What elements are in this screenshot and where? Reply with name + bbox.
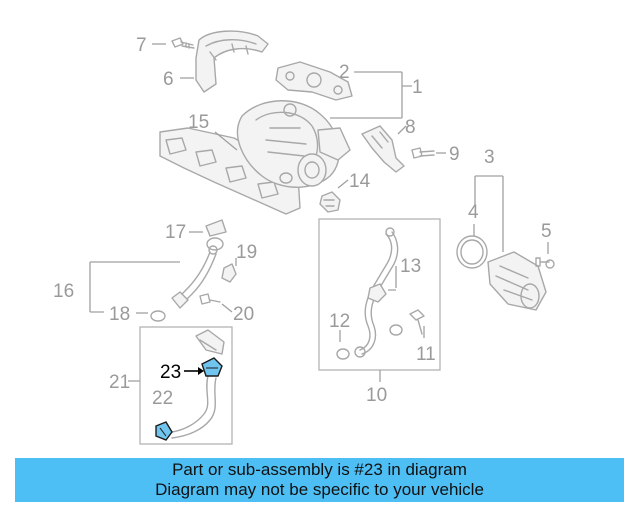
bracket-22-drawing (195, 329, 225, 355)
washer-18-drawing (150, 310, 166, 322)
bolt-11-drawing (389, 309, 425, 336)
bolt-7-drawing (171, 37, 195, 49)
callout-9: 9 (449, 144, 460, 165)
heat-shield-6-drawing (195, 30, 269, 93)
leader-3 (474, 175, 504, 252)
bolt-9-drawing (411, 147, 435, 159)
callout-5: 5 (541, 221, 552, 242)
callout-4: 4 (468, 202, 479, 223)
part-23-upper-highlight (201, 357, 223, 377)
box-21 (139, 326, 233, 445)
leader-14 (337, 179, 349, 189)
leader-16 (89, 261, 180, 313)
callout-16: 16 (53, 281, 74, 302)
callout-2: 2 (339, 62, 350, 83)
callout-3: 3 (484, 147, 495, 168)
callout-8: 8 (405, 117, 416, 138)
callout-17: 17 (165, 222, 186, 243)
gasket-17-drawing (205, 219, 227, 251)
callout-22: 22 (152, 388, 173, 409)
info-banner: Part or sub-assembly is #23 in diagram D… (15, 458, 624, 502)
parts-diagram: 7 6 2 1 15 8 9 14 (53, 30, 555, 445)
bolt-5-drawing (535, 257, 555, 269)
callout-14: 14 (349, 171, 371, 192)
callout-18: 18 (109, 304, 130, 325)
banner-line-2: Diagram may not be specific to your vehi… (155, 480, 484, 499)
callout-20: 20 (233, 304, 254, 325)
callout-10: 10 (366, 385, 387, 406)
callout-23-arrow (184, 367, 204, 375)
callout-11: 11 (416, 344, 436, 365)
callout-23: 23 (160, 362, 181, 383)
fitting-19-drawing (221, 263, 237, 283)
washer-12-drawing (336, 348, 350, 360)
callout-12: 12 (329, 311, 350, 332)
converter-drawing (487, 251, 547, 311)
pipe-22-drawing (171, 375, 217, 439)
callout-1: 1 (412, 77, 423, 98)
leader-15 (214, 131, 238, 151)
bracket-8-drawing (361, 125, 405, 173)
leader-1-2 (330, 71, 412, 119)
callout-19: 19 (236, 242, 257, 263)
line-16-drawing (171, 245, 218, 309)
turbocharger-drawing (159, 100, 351, 215)
gasket-4-drawing (456, 235, 488, 269)
banner-line-1: Part or sub-assembly is #23 in diagram (172, 460, 467, 479)
gasket-15-drawing (279, 172, 293, 184)
callout-7: 7 (136, 35, 147, 56)
callout-13: 13 (400, 256, 421, 277)
callout-6: 6 (163, 69, 174, 90)
bolt-20-drawing (199, 293, 221, 305)
gasket-2-drawing (275, 61, 353, 101)
oil-line-10-drawing (354, 227, 399, 358)
fitting-14-drawing (319, 191, 341, 213)
leader-8 (397, 125, 407, 135)
part-23-lower-highlight (155, 421, 173, 441)
callout-15: 15 (188, 112, 209, 133)
leader-13 (388, 266, 397, 291)
callout-21: 21 (109, 372, 130, 393)
leader-20 (221, 303, 233, 313)
